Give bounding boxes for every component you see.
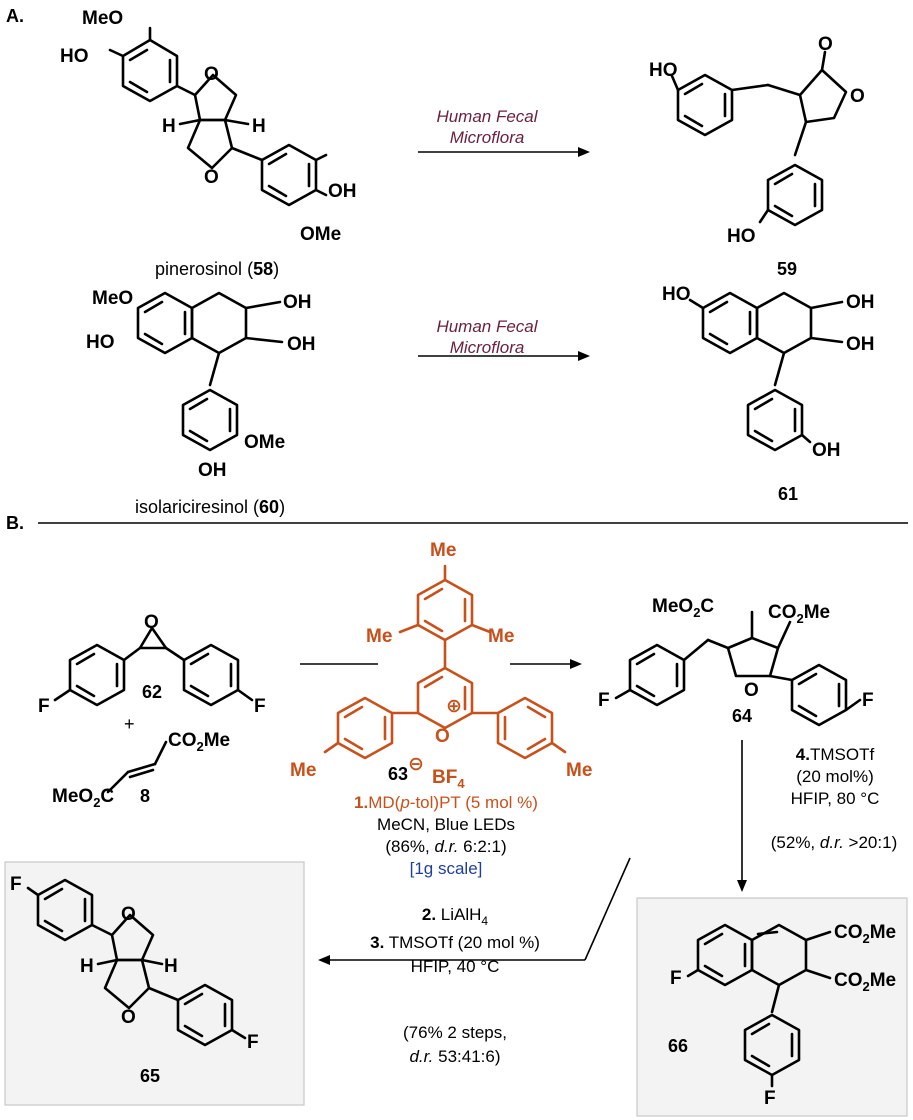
- label-isolariciresinol: isolariciresinol (60): [135, 497, 285, 517]
- svg-text:Me: Me: [366, 626, 392, 647]
- svg-text:F: F: [254, 696, 266, 717]
- svg-text:MeO: MeO: [92, 288, 133, 309]
- step23-dr: d.r. 53:41:6): [409, 1047, 500, 1066]
- structure-58: MeO HO O H H O OH OMe: [60, 8, 357, 245]
- structure-61: HO OH OH OH: [662, 284, 875, 461]
- label-61: 61: [778, 484, 798, 504]
- label-62: 62: [142, 682, 162, 702]
- svg-text:O: O: [850, 86, 865, 107]
- svg-text:O: O: [121, 904, 136, 925]
- box-compound-65: [4, 861, 305, 1106]
- structure-66: CO2Me CO2Me F F: [670, 922, 896, 1109]
- svg-text:F: F: [247, 1032, 259, 1053]
- svg-text:O: O: [744, 680, 759, 701]
- svg-text:O: O: [144, 612, 159, 633]
- svg-text:Me: Me: [290, 760, 316, 781]
- label-63: 63: [388, 764, 408, 784]
- step4-reagent: 4.TMSOTf: [796, 745, 875, 764]
- svg-text:HO: HO: [86, 332, 115, 353]
- svg-text:O: O: [121, 1007, 136, 1028]
- panel-b-label: B.: [6, 513, 24, 533]
- reagent-line-2a: Human Fecal: [436, 317, 538, 336]
- step4-yield: (52%, d.r. >20:1): [771, 833, 897, 852]
- svg-text:OH: OH: [812, 440, 841, 461]
- svg-text:O: O: [818, 34, 833, 55]
- svg-text:H: H: [80, 956, 94, 977]
- step1-scale: [1g scale]: [410, 859, 483, 878]
- svg-text:HO: HO: [727, 226, 756, 247]
- svg-text:CO2Me: CO2Me: [768, 602, 830, 626]
- svg-text:HO: HO: [662, 284, 691, 305]
- reagent-line-1a: Human Fecal: [436, 107, 538, 126]
- svg-text:OH: OH: [287, 334, 316, 355]
- svg-text:BF4: BF4: [432, 767, 465, 791]
- svg-text:⊖: ⊖: [408, 754, 424, 775]
- panel-a-label: A.: [6, 6, 24, 26]
- svg-text:HO: HO: [60, 46, 89, 67]
- structure-64: MeO2C CO2Me O F F: [598, 596, 874, 727]
- structure-59: HO O O HO: [649, 34, 865, 247]
- svg-text:OH: OH: [328, 181, 357, 202]
- svg-text:OH: OH: [846, 292, 875, 313]
- svg-text:H: H: [164, 956, 178, 977]
- structure-62: O F F: [38, 612, 266, 717]
- svg-text:Me: Me: [430, 540, 456, 561]
- reagent-line-2b: Microflora: [450, 338, 525, 357]
- svg-text:O: O: [204, 167, 219, 188]
- step1-conditions: MeCN, Blue LEDs: [377, 815, 515, 834]
- svg-text:CO2Me: CO2Me: [834, 922, 896, 946]
- svg-text:⊕: ⊕: [446, 696, 462, 717]
- plus-sign: +: [124, 714, 135, 734]
- svg-text:MeO: MeO: [82, 8, 123, 29]
- svg-text:MeO2C: MeO2C: [652, 596, 714, 620]
- label-59: 59: [777, 259, 797, 279]
- label-8: 8: [140, 786, 150, 806]
- svg-text:F: F: [10, 874, 22, 895]
- structure-63-catalyst: Me Me Me O ⊕ ⊖ BF4 Me Me: [290, 540, 592, 791]
- svg-text:F: F: [862, 690, 874, 711]
- label-pinerosinol: pinerosinol (58): [155, 259, 279, 279]
- structure-65: F O H H O F: [10, 874, 259, 1053]
- step23-yield: (76% 2 steps,: [403, 1023, 507, 1042]
- svg-text:Me: Me: [488, 626, 514, 647]
- svg-text:H: H: [162, 116, 176, 137]
- svg-text:HO: HO: [649, 60, 678, 81]
- svg-text:O: O: [204, 64, 219, 85]
- svg-text:MeO2C: MeO2C: [52, 786, 114, 810]
- label-66: 66: [668, 1036, 688, 1056]
- svg-text:O: O: [435, 726, 450, 747]
- svg-text:Me: Me: [566, 760, 592, 781]
- step2-reagent: 2. LiAlH4: [422, 905, 489, 928]
- svg-text:F: F: [598, 690, 610, 711]
- step3-reagent: 3. TMSOTf (20 mol %): [370, 933, 540, 952]
- structure-60: MeO HO OH OH OMe OH: [86, 288, 316, 481]
- svg-text:OH: OH: [198, 460, 227, 481]
- reagent-line-1b: Microflora: [450, 128, 525, 147]
- svg-text:CO2Me: CO2Me: [168, 730, 230, 754]
- reaction-line-2: [584, 857, 631, 961]
- label-64: 64: [732, 706, 752, 726]
- svg-text:F: F: [38, 696, 50, 717]
- label-65: 65: [140, 1066, 160, 1086]
- step1-yield: (86%, d.r. 6:2:1): [385, 837, 506, 856]
- step4-loading: (20 mol%): [796, 767, 873, 786]
- svg-text:OH: OH: [283, 292, 312, 313]
- svg-text:OH: OH: [846, 334, 875, 355]
- step23-conditions: HFIP, 40 °C: [411, 957, 500, 976]
- svg-text:OMe: OMe: [300, 224, 341, 245]
- svg-text:F: F: [764, 1088, 776, 1109]
- svg-text:H: H: [252, 116, 266, 137]
- svg-text:F: F: [670, 968, 682, 989]
- step1-catalyst: 1.MD(p-tol)PT (5 mol %): [354, 793, 538, 812]
- step4-conditions: HFIP, 80 °C: [791, 789, 880, 808]
- svg-text:OMe: OMe: [244, 432, 285, 453]
